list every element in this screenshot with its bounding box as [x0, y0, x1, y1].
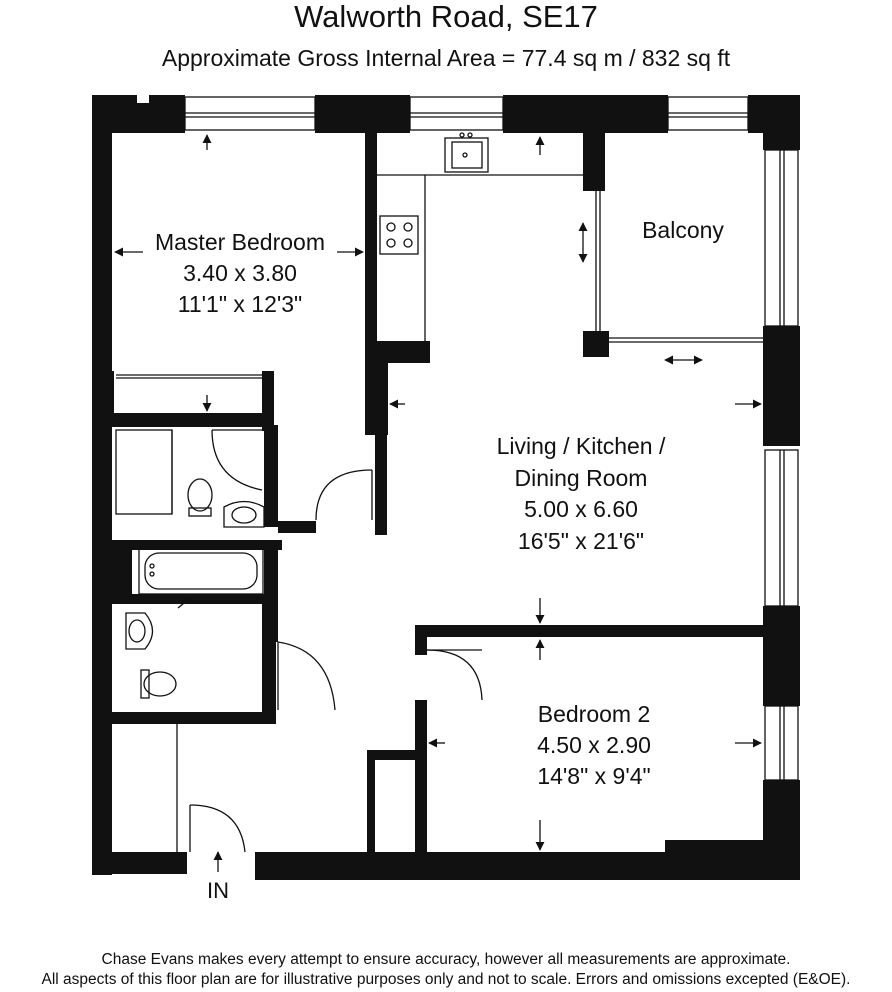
room-balcony: Balcony [642, 217, 724, 243]
room-imperial: 14'8" x 9'4" [537, 763, 650, 789]
room-name-line1: Living / Kitchen / [497, 433, 666, 459]
room-name: Master Bedroom [155, 229, 325, 255]
room-master-bedroom: Master Bedroom 3.40 x 3.80 11'1" x 12'3" [155, 229, 325, 317]
room-name: Balcony [642, 217, 724, 243]
room-metric: 4.50 x 2.90 [537, 732, 651, 758]
doors [177, 429, 483, 853]
entrance-label: IN [207, 878, 229, 903]
room-metric: 3.40 x 3.80 [183, 260, 297, 286]
room-name: Bedroom 2 [538, 701, 651, 727]
room-imperial: 16'5" x 21'6" [518, 528, 644, 554]
room-metric: 5.00 x 6.60 [524, 496, 638, 522]
room-imperial: 11'1" x 12'3" [178, 291, 302, 317]
plan-title: Walworth Road, SE17 [294, 0, 598, 34]
fixtures [115, 132, 763, 852]
disclaimer-line-2: All aspects of this floor plan are for i… [41, 971, 851, 988]
room-name-line2: Dining Room [515, 465, 648, 491]
gross-area: Approximate Gross Internal Area = 77.4 s… [161, 45, 731, 71]
disclaimer-line-1: Chase Evans makes every attempt to ensur… [101, 951, 791, 968]
walls [92, 95, 800, 880]
dimension-arrows [114, 134, 762, 872]
room-living: Living / Kitchen / Dining Room 5.00 x 6.… [497, 433, 666, 554]
windows [184, 96, 799, 781]
room-bedroom-2: Bedroom 2 4.50 x 2.90 14'8" x 9'4" [537, 701, 651, 789]
